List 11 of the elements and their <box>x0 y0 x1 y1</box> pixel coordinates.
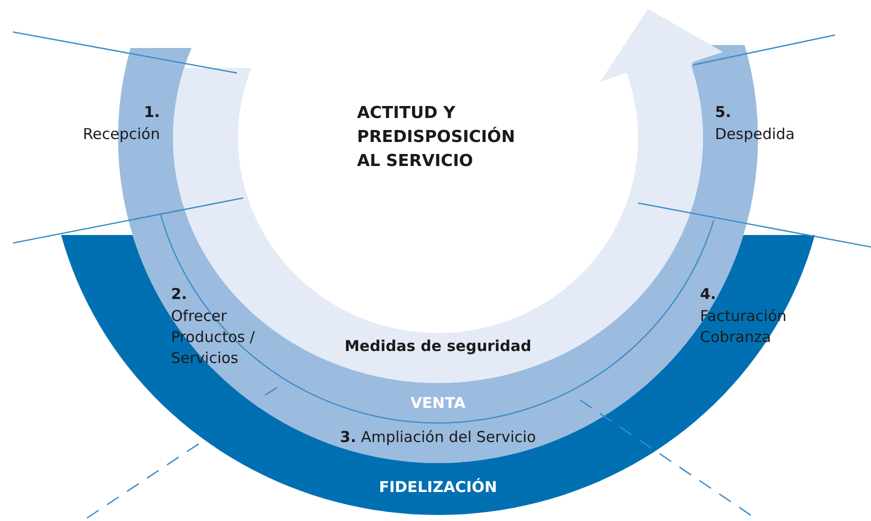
step-label: Despedida <box>715 124 796 145</box>
center-heading: ACTITUD Y PREDISPOSICIÓN AL SERVICIO <box>357 102 516 172</box>
step-number: 4. <box>700 284 718 305</box>
band-label: Medidas de seguridad <box>344 337 532 355</box>
step-number: 1. <box>142 102 160 123</box>
step-number: 2. <box>171 284 188 305</box>
band-label: VENTA <box>409 394 467 412</box>
band-label: FIDELIZACIÓN <box>378 478 498 496</box>
step-label: Recepción <box>82 124 160 145</box>
step-number: 5. <box>715 102 732 123</box>
step-label: 3. Ampliación del Servicio <box>339 427 537 448</box>
